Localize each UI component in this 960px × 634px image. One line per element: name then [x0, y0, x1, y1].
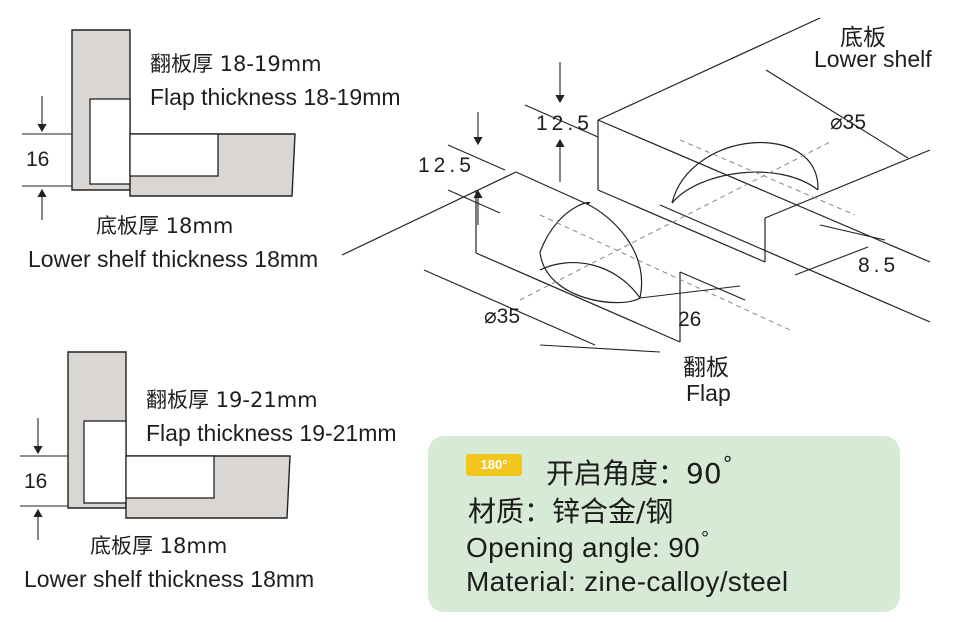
hinge-slot-1 [89, 98, 131, 185]
figure1-flap-thickness-en: Flap thickness 18-19mm [150, 84, 401, 110]
opening-angle-badge: 180° [466, 454, 522, 476]
dimension-lines-2 [20, 418, 68, 540]
figure2-shelf-thickness-cn: 底板厚 18mm [90, 534, 228, 558]
degree-symbol-en: ° [700, 528, 710, 550]
isometric-view [341, 17, 931, 343]
dimension-8-5: 8.5 [858, 254, 900, 277]
lower-shelf-label-en: Lower shelf [814, 46, 932, 72]
figure1-dimension-16: 16 [26, 148, 50, 171]
opening-angle-cn: 开启角度：90° [546, 452, 733, 492]
hinge-slot-2 [83, 420, 127, 504]
hinge-recess-2 [125, 455, 215, 499]
opening-angle-cn-text: 开启角度：90 [546, 457, 722, 490]
figure2-flap-thickness-cn: 翻板厚 19-21mm [146, 388, 318, 412]
figure1-flap-thickness-cn: 翻板厚 18-19mm [150, 52, 322, 76]
dimension-diameter-35-right: ⌀35 [830, 111, 867, 134]
material-en: Material: zine-calloy/steel [466, 566, 789, 597]
dimension-12-5-left: 12.5 [418, 154, 475, 177]
figure2-shelf-thickness-en: Lower shelf thickness 18mm [24, 566, 315, 592]
opening-angle-en-text: Opening angle: 90 [466, 532, 700, 563]
dimension-lines-1 [22, 96, 72, 220]
flap-label-cn: 翻板 [683, 355, 729, 381]
degree-symbol: ° [722, 452, 733, 476]
figure1-shelf-thickness-cn: 底板厚 18mm [96, 214, 234, 238]
center-axes [519, 139, 856, 331]
figure1-shelf-thickness-en: Lower shelf thickness 18mm [28, 246, 319, 272]
opening-angle-en: Opening angle: 90° [466, 528, 709, 564]
figure2-dimension-16: 16 [24, 470, 48, 493]
lower-shelf-label-cn: 底板 [840, 25, 886, 51]
dimension-diameter-35-left: ⌀35 [484, 305, 521, 328]
hinge-recess-1 [129, 133, 219, 177]
flap-label-en: Flap [686, 380, 731, 406]
iso-dimension-lines [423, 62, 909, 353]
material-cn: 材质：锌合金/钢 [468, 495, 674, 528]
spec-panel: 180° 开启角度：90° 材质：锌合金/钢 Opening angle: 90… [428, 436, 900, 612]
dimension-12-5-upper: 12.5 [536, 112, 593, 135]
figure2-flap-thickness-en: Flap thickness 19-21mm [146, 420, 397, 446]
dimension-26: 26 [678, 308, 702, 331]
